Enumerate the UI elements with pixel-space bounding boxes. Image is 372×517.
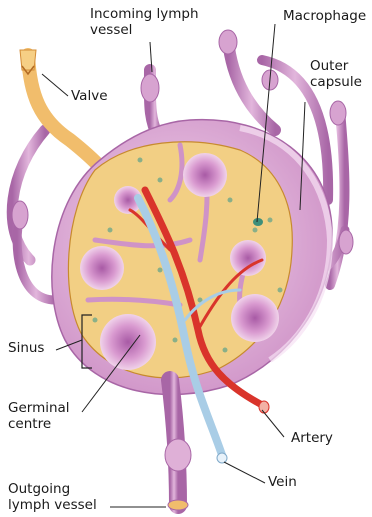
label-vein: Vein [268, 474, 297, 490]
label-outer-capsule: Outer capsule [310, 58, 362, 90]
label-germinal-line1: Germinal [8, 400, 70, 416]
label-outgoing-line2: lymph vessel [8, 497, 97, 513]
label-outer-capsule-line1: Outer [310, 58, 362, 74]
label-incoming-line2: vessel [90, 22, 199, 38]
label-germinal-centre: Germinal centre [8, 400, 70, 432]
label-outgoing-lymph-vessel: Outgoing lymph vessel [8, 481, 97, 513]
macrophage-cell [253, 218, 263, 226]
germinal-centre [100, 314, 156, 370]
label-incoming-lymph-vessel: Incoming lymph vessel [90, 6, 199, 38]
label-artery: Artery [291, 430, 333, 446]
label-macrophage: Macrophage [283, 8, 366, 24]
label-outer-capsule-line2: capsule [310, 74, 362, 90]
label-incoming-line1: Incoming lymph [90, 6, 199, 22]
label-sinus: Sinus [8, 340, 44, 356]
label-valve: Valve [71, 88, 108, 104]
label-outgoing-line1: Outgoing [8, 481, 97, 497]
label-germinal-line2: centre [8, 416, 70, 432]
